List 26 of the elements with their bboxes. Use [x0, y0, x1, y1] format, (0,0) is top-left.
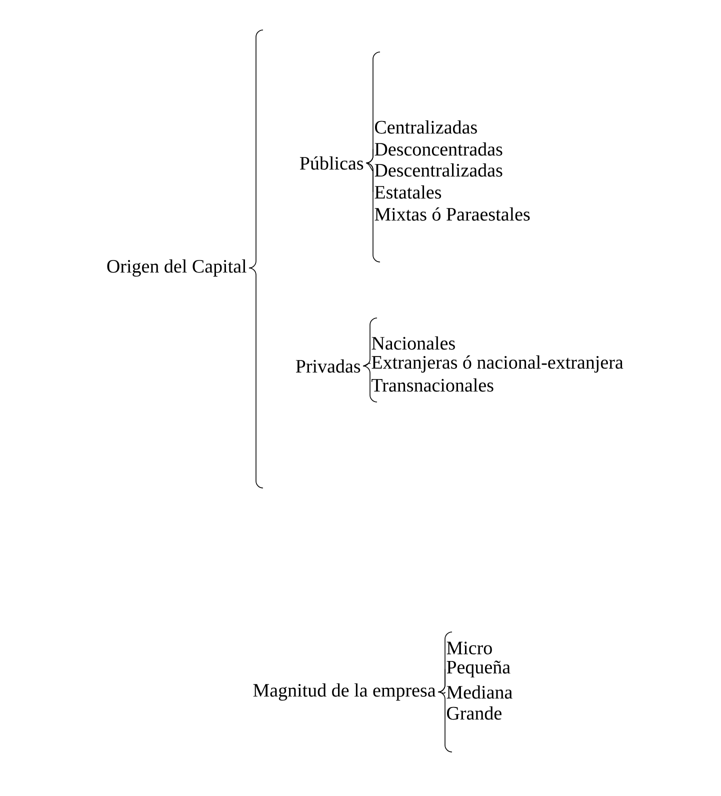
- label-text: Grande: [447, 706, 502, 720]
- brace: [248, 268, 256, 366]
- label-text: Desconcentradas: [374, 142, 502, 156]
- label-text: Descentralizadas: [374, 163, 502, 177]
- label-text: Mediana: [446, 685, 512, 699]
- brace: [366, 162, 374, 172]
- label-text: Micro: [446, 642, 492, 654]
- label-text: Pequeña: [446, 660, 510, 678]
- label-text: Origen del Capital: [107, 259, 246, 277]
- label-text: Estatales: [374, 185, 442, 199]
- brace: [248, 160, 256, 268]
- brace: [366, 148, 374, 164]
- label-text: Transnacionales: [372, 378, 494, 392]
- brace: [362, 366, 370, 386]
- brace: [362, 342, 370, 366]
- label-text: Nacionales: [372, 336, 455, 350]
- label-text: Magnitud de la empresa: [253, 683, 436, 701]
- brace: [438, 692, 446, 714]
- label-text: Mixtas ó Paraestales: [374, 207, 530, 221]
- brace: [362, 362, 370, 366]
- label-text: Centralizadas: [374, 120, 477, 134]
- label-text: Públicas: [300, 156, 364, 170]
- label-text: Privadas: [296, 359, 360, 373]
- brace: [438, 668, 446, 692]
- label-text: Extranjeras ó nacional-extranjera: [372, 355, 624, 373]
- brace: [366, 162, 374, 214]
